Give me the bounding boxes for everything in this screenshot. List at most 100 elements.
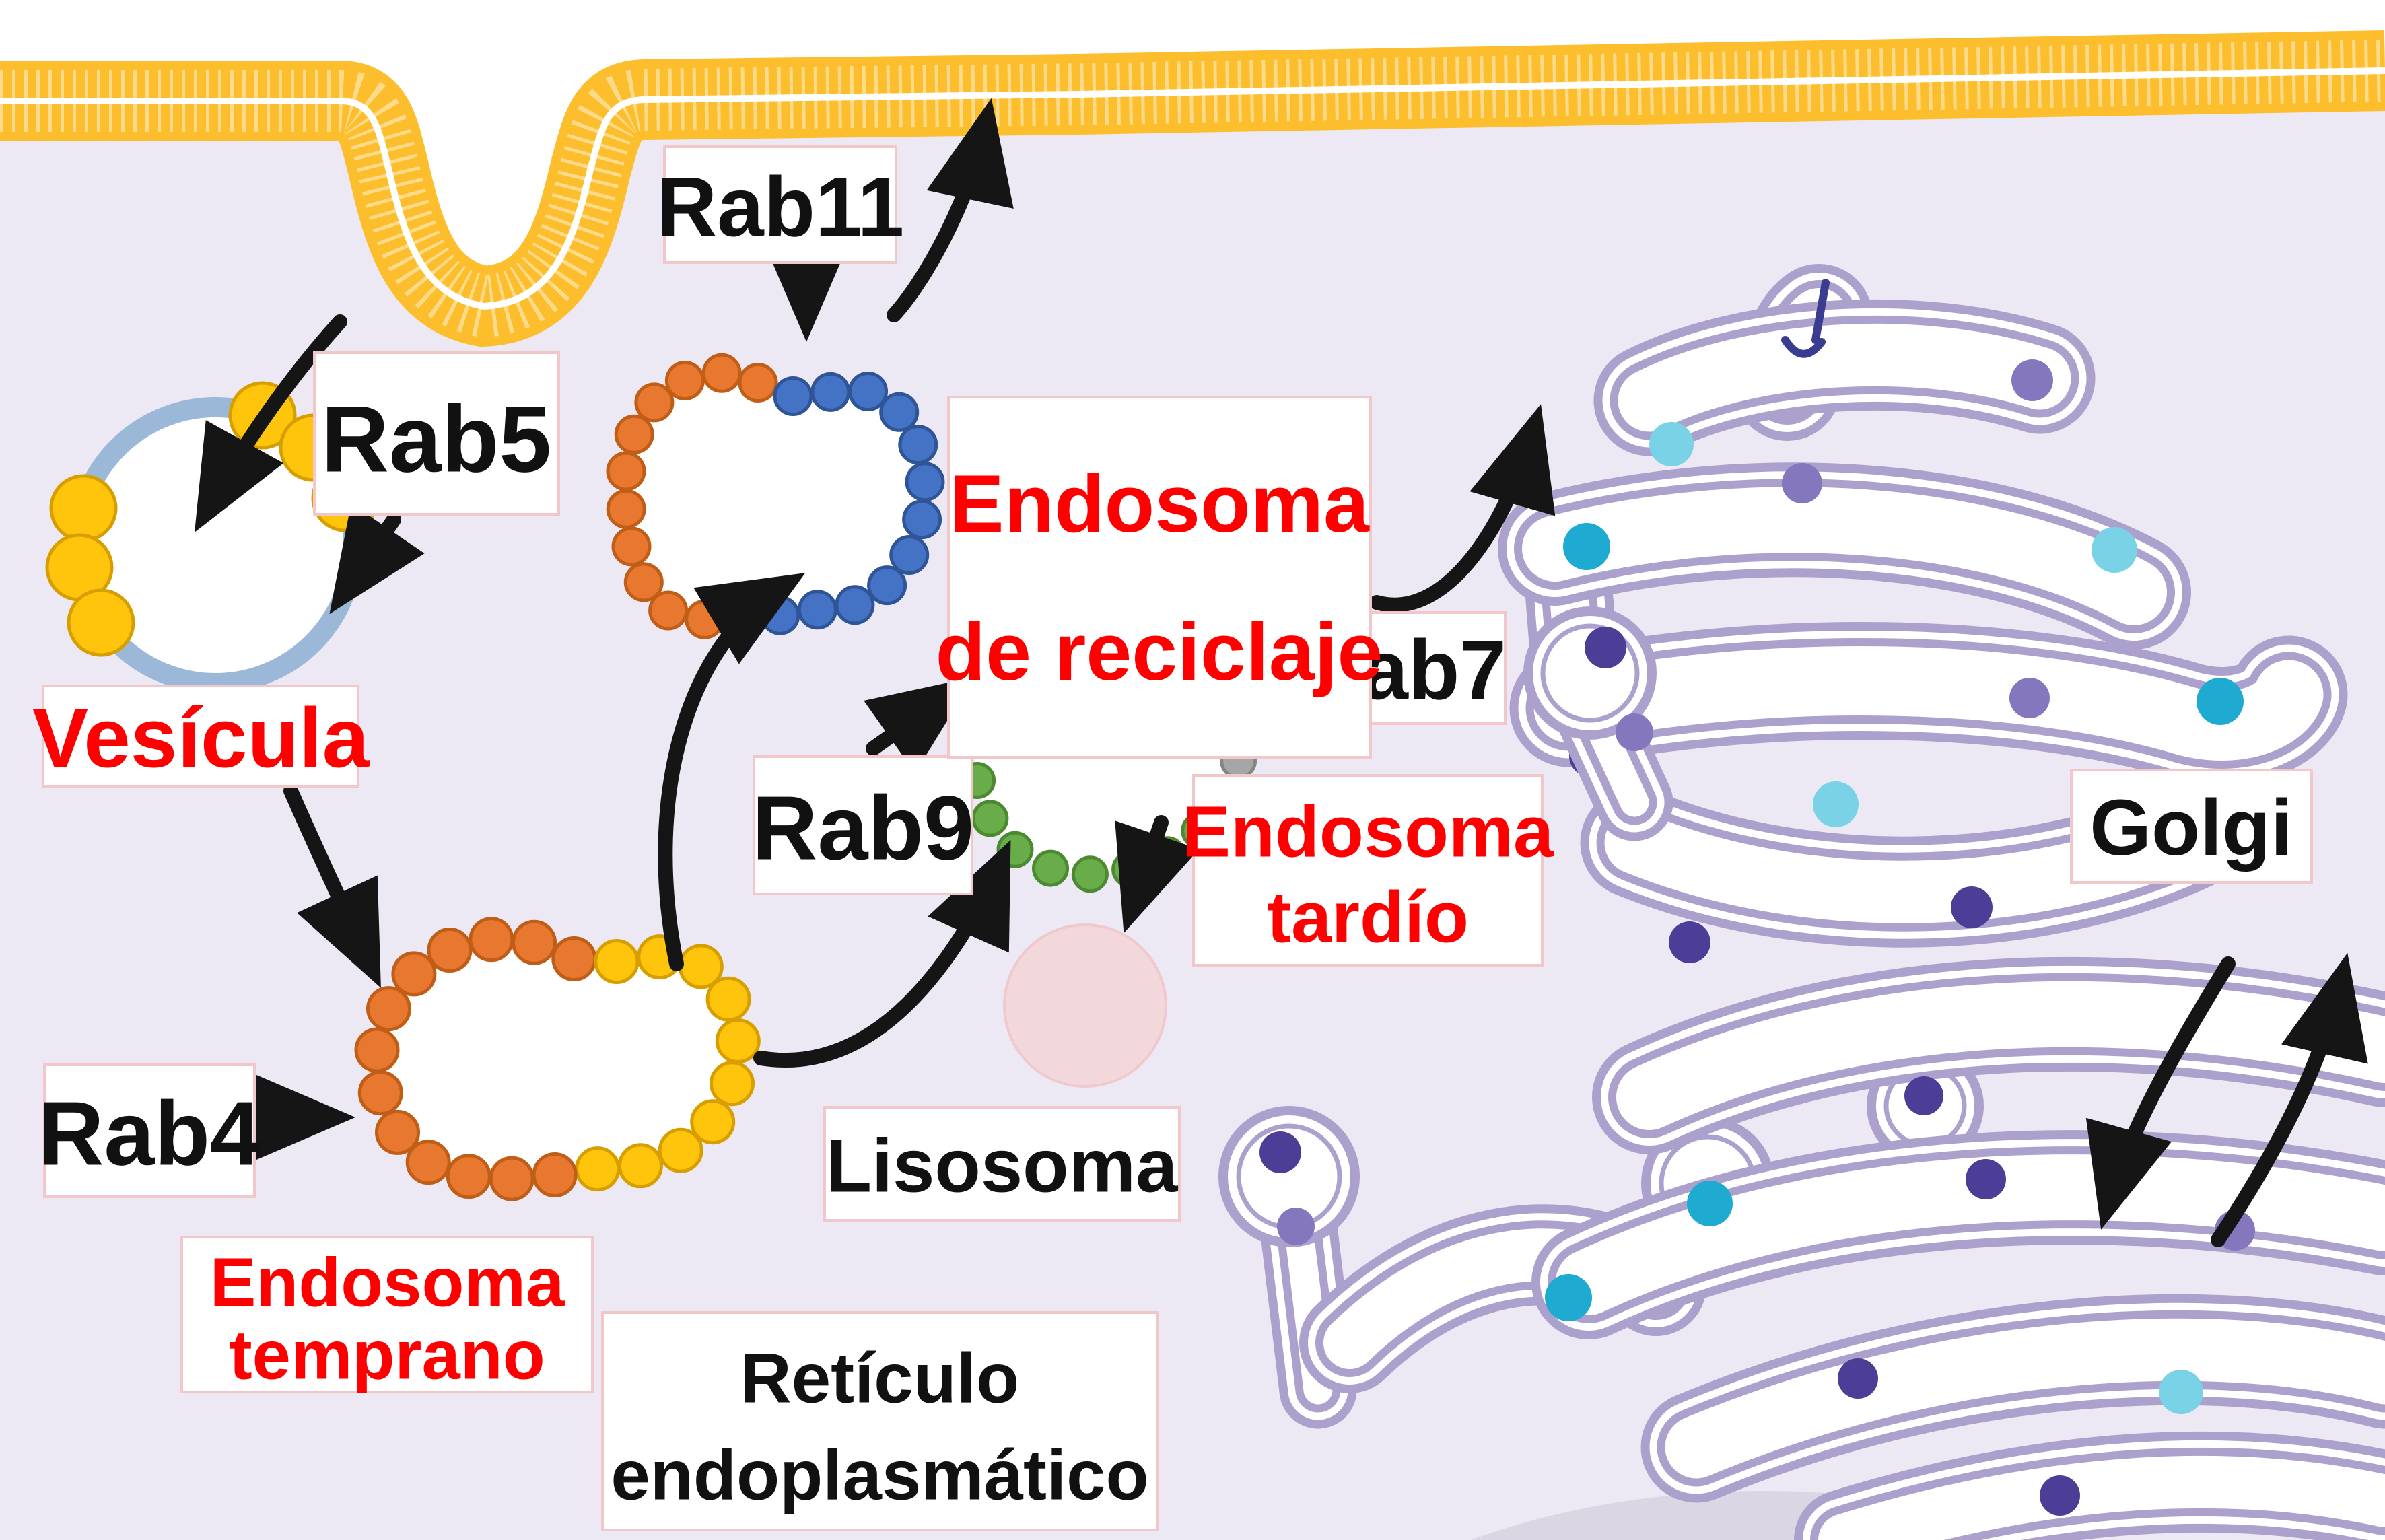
lysosome — [1003, 923, 1167, 1088]
membrane-bead — [810, 372, 851, 412]
cargo-dot — [1616, 713, 1653, 751]
label-box-vesicula — [42, 685, 359, 788]
label-reticulo-line2: endoplasmático — [611, 1436, 1148, 1515]
membrane-bead — [618, 1143, 663, 1189]
label-box-reticulo — [601, 1311, 1159, 1531]
membrane-bead — [512, 919, 557, 965]
arrow-recycling-endosome-to-membrane — [887, 98, 1014, 322]
membrane-bead — [905, 462, 945, 502]
membrane-bead — [427, 928, 473, 973]
cargo-dot — [1563, 523, 1610, 570]
membrane-bead — [551, 936, 597, 981]
membrane-bead — [879, 392, 920, 432]
arrow-er-to-golgi — [2211, 952, 2368, 1247]
membrane-bead — [848, 372, 888, 411]
er-cisterna-4 — [1818, 1455, 2385, 1540]
membrane-bead — [634, 382, 675, 423]
membrane-midline — [0, 67, 2385, 310]
cargo-dot — [1813, 781, 1859, 827]
cargo-dot — [2197, 678, 2244, 725]
pathway-arrows — [195, 98, 2368, 1247]
label-reticulo-line1: Retículo — [740, 1339, 1019, 1418]
membrane-bead — [405, 1140, 451, 1185]
membrane-bead — [715, 1018, 761, 1063]
golgi-cisterna-3 — [1533, 646, 2324, 761]
membrane-bead — [391, 951, 437, 997]
membrane-bead — [1032, 849, 1069, 887]
membrane-bead — [489, 1156, 534, 1201]
cargo-dot — [1687, 1181, 1733, 1226]
membrane-bead — [705, 976, 751, 1022]
membrane-bead — [469, 917, 514, 963]
label-vesicula: Vesícula — [32, 692, 370, 785]
label-endosoma-reciclaje-line1: Endosoma — [949, 458, 1370, 549]
er-bulb-inner — [1540, 623, 1640, 723]
arrow-early-to-recycling-endosome — [658, 573, 806, 971]
membrane-bead — [797, 590, 837, 630]
cargo-dot — [1545, 1274, 1592, 1321]
membrane-bead — [898, 425, 938, 465]
membrane-bead — [648, 590, 689, 631]
label-rab11: Rab11 — [656, 161, 904, 254]
cargo-dot — [1782, 463, 1822, 503]
arrow-vesicle-to-early-endosome — [283, 783, 381, 988]
cargo-dot — [2009, 678, 2050, 718]
membrane-bead — [354, 1027, 400, 1073]
label-box-golgi — [2070, 769, 2313, 884]
cargo-dot — [1951, 886, 1993, 928]
membrane-bead — [357, 1070, 403, 1116]
label-box-rab5 — [313, 351, 560, 516]
label-endosoma-tardio-line2: tardío — [1267, 876, 1469, 958]
cargo-dot — [1904, 1076, 1943, 1115]
membrane-bead — [889, 535, 930, 575]
label-rab5: Rab5 — [321, 386, 551, 492]
label-golgi: Golgi — [2089, 783, 2293, 872]
label-rab4: Rab4 — [38, 1083, 261, 1185]
membrane-bead — [446, 1154, 491, 1199]
membrane-bead — [701, 353, 742, 393]
membrane-bead — [773, 376, 813, 416]
membrane-bead — [606, 489, 646, 529]
arrow-membrane-to-vesicle — [195, 314, 347, 532]
label-box-endosoma-temprano — [180, 1236, 594, 1393]
plasma-membrane — [0, 30, 2385, 347]
recycling-endosome — [606, 353, 945, 639]
arrow-recycling-label-to-golgi — [1369, 404, 1556, 612]
label-box-endosoma-tardio — [1192, 774, 1544, 967]
membrane-bead — [835, 585, 875, 625]
membrane-bead — [664, 361, 705, 400]
arrow-golgi-to-er — [2085, 956, 2236, 1230]
label-endosoma-tardio-line1: Endosoma — [1182, 791, 1554, 872]
label-box-rab11 — [663, 145, 897, 264]
cargo-dot — [2011, 359, 2053, 401]
cargo-dot — [2092, 527, 2137, 573]
cargo-dot — [1585, 627, 1626, 668]
membrane-bead — [614, 414, 654, 454]
label-box-lisosoma — [823, 1106, 1181, 1222]
membrane-bead — [738, 363, 778, 403]
membrane-bead — [575, 1146, 621, 1192]
label-box-endosoma-reciclaje — [947, 396, 1372, 759]
er-cisterna-3 — [1665, 1318, 2385, 1479]
receptor-icon — [1781, 279, 1830, 358]
membrane-bead — [690, 1099, 736, 1145]
arrow-late-endosome-to-lysosome — [1115, 815, 1200, 934]
early-endosome — [354, 917, 761, 1201]
label-box-rab4 — [43, 1063, 256, 1198]
cargo-dot — [1259, 1131, 1301, 1173]
membrane-bead — [710, 1061, 755, 1107]
er-cisterna-1 — [1616, 981, 2385, 1130]
cargo-dot — [1277, 1208, 1315, 1245]
membrane-bead — [623, 562, 664, 602]
cargo-dot — [1838, 1358, 1878, 1399]
membrane-bead — [867, 565, 907, 606]
label-rab9: Rab9 — [752, 777, 974, 879]
labels: Rab5 Rab11 Rab4 Rab7 Rab9 Vesícula Endos… — [32, 145, 2313, 1531]
golgi-cisterna-2 — [1522, 487, 2167, 625]
cargo-dot — [1966, 1159, 2006, 1199]
membrane-bead — [594, 939, 640, 984]
membrane-bead — [902, 499, 942, 540]
membrane-bead — [606, 451, 646, 491]
